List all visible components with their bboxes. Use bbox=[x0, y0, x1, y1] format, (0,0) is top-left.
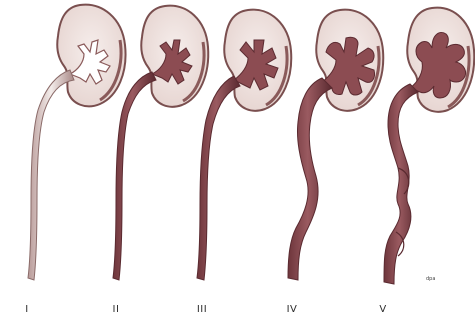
grade-label-4: IV bbox=[287, 304, 298, 315]
grade-4-kidney-ureter bbox=[288, 10, 383, 280]
grade-5-kidney-ureter bbox=[384, 8, 474, 284]
grade-3-kidney-ureter bbox=[197, 10, 291, 280]
grade-2-kidney-ureter bbox=[113, 6, 208, 280]
grade-1-ureter bbox=[28, 70, 74, 280]
grade-label-2: II bbox=[113, 304, 120, 315]
grade-label-1: I bbox=[25, 304, 28, 315]
grade-1-kidney-ureter bbox=[28, 5, 126, 280]
grade-label-5: V bbox=[379, 304, 386, 315]
corner-signature-mark: dpa bbox=[426, 276, 435, 282]
grade-3-ureter bbox=[197, 76, 240, 280]
grade-2-ureter bbox=[113, 72, 156, 280]
grade-4-ureter bbox=[288, 78, 332, 280]
grade-label-3: III bbox=[197, 304, 207, 315]
